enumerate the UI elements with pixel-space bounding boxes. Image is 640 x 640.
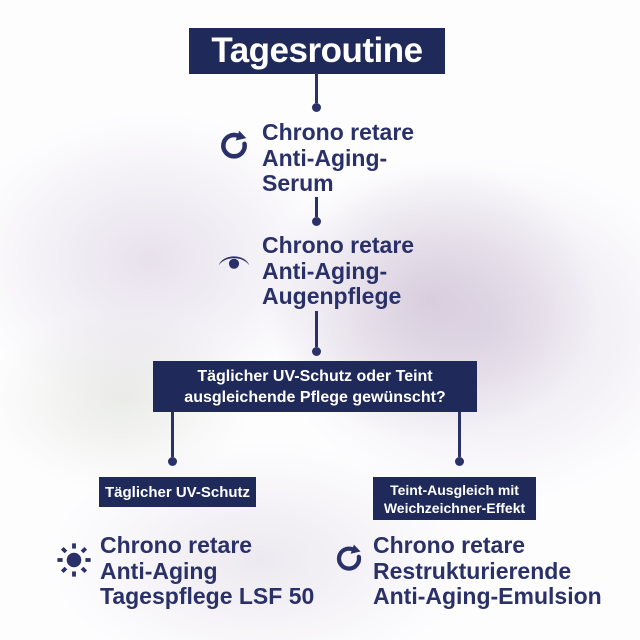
- rotate-cw-icon: [218, 129, 250, 197]
- sun-icon: [55, 541, 93, 610]
- branch-right-dot: [454, 456, 464, 466]
- product-emulsion: Chrono retare Restrukturierende Anti-Agi…: [334, 532, 602, 610]
- connector-line: [314, 197, 318, 217]
- product-line: Anti-Aging-: [262, 144, 388, 171]
- decision-box: Täglicher UV-Schutz oder Teint ausgleich…: [153, 361, 477, 412]
- product-line: Anti-Aging: [100, 557, 218, 584]
- decision-question-line: Täglicher UV-Schutz oder Teint: [197, 367, 433, 385]
- decision-question-line: ausgleichende Pflege gewünscht?: [184, 388, 446, 406]
- product-line: Chrono retare: [262, 232, 415, 258]
- product-line: Tagespflege LSF 50: [100, 583, 315, 609]
- product-line: Chrono retare: [373, 532, 526, 558]
- connector-line: [314, 73, 318, 103]
- product-emulsion-text: Chrono retare Restrukturierende Anti-Agi…: [373, 532, 602, 610]
- step-serum-text: Chrono retare Anti-Aging- Serum: [262, 119, 415, 197]
- branch-left-label-box: Täglicher UV-Schutz: [99, 477, 256, 507]
- eye-icon: [216, 250, 252, 310]
- connector-line: [314, 311, 318, 347]
- product-line: Anti-Aging-: [262, 257, 388, 284]
- page-title: Tagesroutine: [211, 31, 423, 70]
- branch-right-line: [457, 412, 461, 457]
- branch-left-dot: [168, 456, 177, 466]
- step-augenpflege-text: Chrono retare Anti-Aging- Augenpflege: [262, 232, 415, 310]
- branch-right-label-box: Teint-Ausgleich mit Weichzeichner-Effekt: [373, 477, 536, 520]
- title-box: Tagesroutine: [189, 28, 445, 74]
- product-line: Chrono retare: [100, 532, 253, 558]
- product-line: Serum: [262, 170, 334, 196]
- rotate-cw-icon: [334, 543, 364, 610]
- connector-dot: [311, 216, 321, 226]
- product-line: Restrukturierende: [373, 557, 572, 584]
- branch-right-label-line: Weichzeichner-Effekt: [383, 499, 526, 516]
- connector-dot: [311, 346, 321, 356]
- branch-right-label-line: Teint-Ausgleich mit: [390, 481, 519, 498]
- step-serum: Chrono retare Anti-Aging- Serum: [218, 119, 415, 197]
- product-line: Anti-Aging-Emulsion: [373, 583, 602, 609]
- product-line: Augenpflege: [262, 283, 402, 309]
- step-augenpflege: Chrono retare Anti-Aging- Augenpflege: [216, 232, 415, 310]
- product-tagespflege-text: Chrono retare Anti-Aging Tagespflege LSF…: [100, 532, 315, 610]
- product-line: Chrono retare: [262, 119, 415, 145]
- connector-dot: [311, 102, 321, 112]
- branch-left-label: Täglicher UV-Schutz: [104, 483, 251, 501]
- product-tagespflege: Chrono retare Anti-Aging Tagespflege LSF…: [55, 532, 315, 610]
- branch-left-line: [171, 412, 174, 457]
